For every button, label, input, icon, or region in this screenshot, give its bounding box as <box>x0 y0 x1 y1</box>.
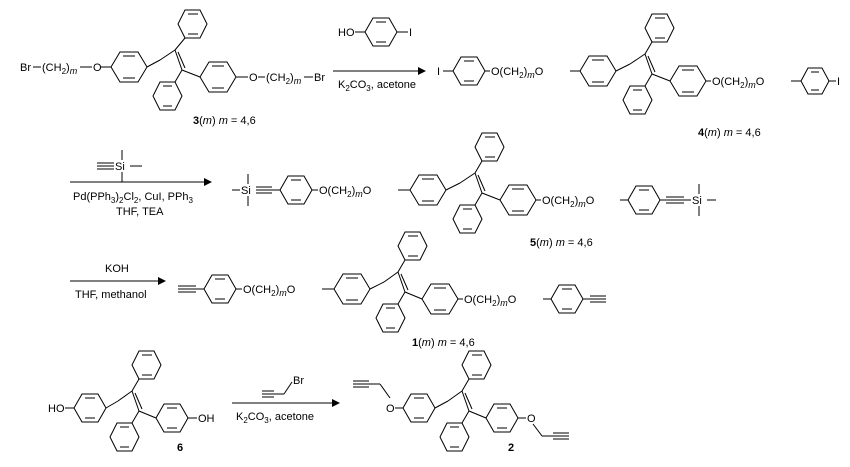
hydroxy-left: HO <box>48 403 65 415</box>
iodine-right: I <box>837 76 840 88</box>
compound-1-label: 1(m) m = 4,6 <box>412 337 475 349</box>
reagent-k2co3-2: K2CO3, acetone <box>236 411 314 425</box>
reagent-koh: KOH <box>105 263 129 275</box>
compound-5: Si O(CH2)mO O(CH2)mO <box>232 132 716 249</box>
step3-arrow: KOH THF, methanol <box>70 263 166 301</box>
oxygen-2-right: O <box>527 413 536 425</box>
step2-arrow: Si Pd(PPh3)2Cl2, CuI, PPh3 THF, TEA <box>70 150 212 218</box>
compound-4-label: 4(m) m = 4,6 <box>698 127 761 139</box>
reagent-bromide: Br <box>293 375 304 387</box>
tms-acetylene-si: Si <box>115 161 125 173</box>
bromine-left: Br <box>20 62 31 74</box>
compound-3-label: 3(m) m = 4,6 <box>193 115 256 127</box>
compound-2-label: 2 <box>508 442 514 454</box>
step4-arrow: Br K2CO3, acetone <box>232 375 340 425</box>
linker-left: O(CH2)mO <box>491 66 544 80</box>
compound-2: O O 2 <box>353 350 569 454</box>
reagent-k2co3-1: K2CO3, acetone <box>338 79 416 93</box>
linker-5-left: O(CH2)mO <box>319 185 372 199</box>
bromine-right: Br <box>314 72 325 84</box>
chain-right: (CH2)m <box>266 72 302 86</box>
linker-1-right: O(CH2)mO <box>464 294 517 308</box>
reagent-hydroxy: HO <box>338 27 355 39</box>
linker-5-right: O(CH2)mO <box>542 195 595 209</box>
linker-1-left: O(CH2)mO <box>243 284 296 298</box>
compound-4: I O(CH2)mO O(CH2)mO I 4(m) m <box>437 13 840 139</box>
reagent-catalysts: Pd(PPh3)2Cl2, CuI, PPh3 <box>73 191 193 205</box>
tms-left: Si <box>241 185 251 197</box>
linker-right: O(CH2)mO <box>712 76 765 90</box>
oxygen-2-left: O <box>386 403 395 415</box>
compound-5-label: 5(m) m = 4,6 <box>530 237 593 249</box>
reagent-iodine: I <box>409 27 412 39</box>
compound-6: HO OH 6 <box>48 350 215 454</box>
compound-6-label: 6 <box>177 442 183 454</box>
step1-arrow: HO I K2CO3, acetone <box>333 17 426 93</box>
compound-3: Br (CH2)m O O (CH2)m Br 3( <box>20 9 325 127</box>
hydroxy-right: OH <box>198 413 215 425</box>
chain-left: (CH2)m <box>42 62 78 76</box>
compound-1: O(CH2)mO O(CH2)mO 1(m) m = 4,6 <box>178 231 606 349</box>
oxygen-right: O <box>249 72 258 84</box>
oxygen-left: O <box>93 62 102 74</box>
iodine-left: I <box>437 66 440 78</box>
reagent-solvents-2: THF, methanol <box>75 289 147 301</box>
reagent-solvents-1: THF, TEA <box>116 206 164 218</box>
tms-right: Si <box>692 195 702 207</box>
